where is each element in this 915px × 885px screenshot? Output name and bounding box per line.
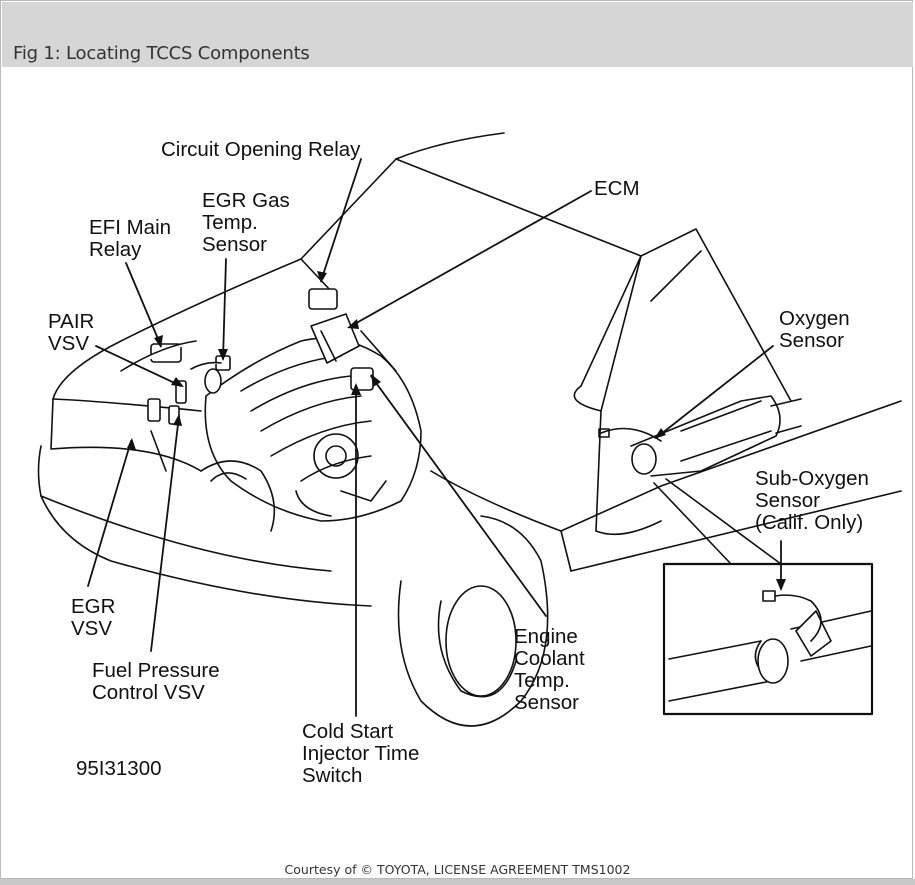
label-efi-main-relay: EFI Main Relay	[89, 216, 172, 261]
hood-outline	[37, 258, 902, 607]
figure-title: Fig 1: Locating TCCS Components	[13, 43, 310, 64]
vehicle-diagram	[37, 132, 902, 727]
label-ecm: ECM	[594, 177, 640, 200]
courtesy-credit: Courtesy of © TOYOTA, LICENSE AGREEMENT …	[284, 862, 631, 877]
sub-oxygen-inset	[653, 478, 874, 716]
front-wheel	[200, 460, 549, 727]
label-oxygen-sensor: Oxygen Sensor	[779, 307, 850, 352]
label-egr-vsv: EGR VSV	[71, 595, 116, 640]
label-engine-coolant-temp-sensor: Engine Coolant Temp. Sensor	[514, 625, 585, 714]
engine-block	[204, 330, 422, 522]
label-egr-gas-temp-sensor: EGR Gas Temp. Sensor	[202, 189, 290, 256]
label-fuel-pressure-control-vsv: Fuel Pressure Control VSV	[92, 659, 220, 704]
arrowheads	[127, 271, 786, 591]
label-cold-start-injector-time-switch: Cold Start Injector Time Switch	[302, 720, 420, 787]
bottom-scroll-strip	[0, 879, 915, 885]
label-circuit-opening-relay: Circuit Opening Relay	[161, 138, 361, 161]
component-shapes	[120, 288, 374, 425]
figure-header: Fig 1: Locating TCCS Components	[2, 2, 913, 67]
leader-lines	[87, 158, 782, 717]
label-pair-vsv: PAIR VSV	[48, 310, 95, 355]
cab-outline	[300, 132, 792, 536]
label-sub-oxygen-sensor: Sub-Oxygen Sensor (Calif. Only)	[755, 467, 869, 534]
figure-code: 95I31300	[76, 757, 162, 780]
exhaust-pipe	[598, 395, 802, 477]
